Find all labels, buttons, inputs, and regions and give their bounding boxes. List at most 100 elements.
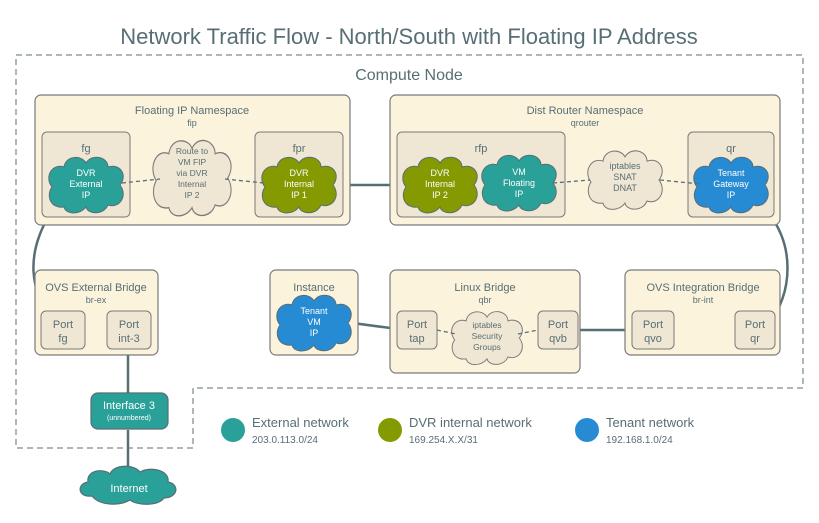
fpr-cloud-line-1: DVR bbox=[289, 168, 309, 178]
rfp-label: rfp bbox=[475, 143, 488, 155]
interface-3: Interface 3 (unnumbered) bbox=[90, 392, 169, 430]
port-int3-line-2: int-3 bbox=[118, 333, 139, 345]
legend-external-subnet: 203.0.113.0/24 bbox=[252, 435, 318, 446]
internet-label: Internet bbox=[110, 483, 147, 495]
ovs-external-bridge: OVS External Bridge br-ex Port fg Port int… bbox=[34, 269, 159, 356]
port-tap-line-2: tap bbox=[409, 333, 424, 345]
port-qr-box bbox=[734, 310, 776, 350]
rfp-cloud-a-line-2: Internal bbox=[425, 179, 455, 189]
internet-cloud bbox=[79, 465, 177, 505]
ovs-ex-title: OVS External Bridge bbox=[45, 282, 147, 294]
legend: External network 203.0.113.0/24 DVR inte… bbox=[221, 415, 695, 446]
iptables-sg-line-3: Groups bbox=[473, 342, 501, 352]
iptables-nat-line-2: SNAT bbox=[613, 172, 637, 182]
ovs-int-subtitle: br-int bbox=[693, 295, 714, 305]
fg-cloud-line-3: IP bbox=[82, 190, 91, 200]
legend-tenant-subnet: 192.168.1.0/24 bbox=[606, 435, 673, 446]
port-qvo-line-1: Port bbox=[643, 319, 663, 331]
fpr-cloud-line-3: IP 1 bbox=[291, 190, 307, 200]
rfp-cloud-b-line-3: IP bbox=[515, 189, 524, 199]
interface-3-label: Interface 3 bbox=[103, 400, 155, 412]
legend-dvr-name: DVR internal network bbox=[409, 415, 532, 430]
vm-cloud-line-3: IP bbox=[310, 328, 319, 338]
qr-label: qr bbox=[726, 143, 736, 155]
linux-bridge-title: Linux Bridge bbox=[454, 282, 515, 294]
legend-tenant-swatch bbox=[575, 418, 599, 442]
ovs-integration-bridge: OVS Integration Bridge br-int Port qvo Po… bbox=[624, 269, 781, 356]
rfp-cloud-b-line-1: VM bbox=[512, 167, 526, 177]
port-int3-box bbox=[106, 310, 152, 350]
legend-external-name: External network bbox=[252, 415, 349, 430]
port-int3-line-1: Port bbox=[119, 319, 139, 331]
port-qvb-box bbox=[537, 310, 579, 350]
port-fg-box bbox=[40, 310, 86, 350]
fip-ns-subtitle: fip bbox=[187, 118, 197, 128]
port-tap-line-1: Port bbox=[407, 319, 427, 331]
fpr-label: fpr bbox=[293, 143, 306, 155]
fg-label: fg bbox=[81, 143, 90, 155]
ovs-ex-subtitle: br-ex bbox=[86, 295, 107, 305]
rfp-cloud-b-line-2: Floating bbox=[503, 178, 535, 188]
legend-dvr-subnet: 169.254.X.X/31 bbox=[409, 435, 478, 446]
rfp-cloud-a-line-3: IP 2 bbox=[432, 190, 448, 200]
diagram-title: Network Traffic Flow - North/South with … bbox=[120, 24, 698, 49]
iptables-nat-line-3: DNAT bbox=[613, 183, 637, 193]
legend-dvr-swatch bbox=[378, 418, 402, 442]
iptables-sg-line-1: iptables bbox=[472, 320, 501, 330]
compute-node-label: Compute Node bbox=[355, 67, 463, 84]
port-fg-line-2: fg bbox=[58, 333, 67, 345]
dr-ns-title: Dist Router Namespace bbox=[527, 105, 644, 117]
port-qvo-line-2: qvo bbox=[644, 333, 662, 345]
qr-cloud-line-1: Tenant bbox=[717, 168, 745, 178]
fg-cloud-line-2: External bbox=[69, 179, 102, 189]
port-qr-line-1: Port bbox=[745, 319, 765, 331]
qr-cloud-line-2: Gateway bbox=[713, 179, 749, 189]
fip-ns-title: Floating IP Namespace bbox=[135, 105, 249, 117]
fg-cloud-line-1: DVR bbox=[76, 168, 96, 178]
internet: Internet bbox=[79, 465, 177, 505]
vm-cloud-line-2: VM bbox=[307, 317, 321, 327]
compute-node-boundary bbox=[15, 54, 804, 449]
route-line-1: Route to bbox=[176, 146, 208, 156]
route-line-5: IP 2 bbox=[185, 190, 200, 200]
legend-tenant-name: Tenant network bbox=[606, 415, 695, 430]
interface-3-sub: (unnumbered) bbox=[107, 415, 151, 422]
route-line-3: via DVR bbox=[176, 168, 207, 178]
linux-bridge-subtitle: qbr bbox=[478, 295, 491, 305]
legend-external-swatch bbox=[221, 418, 245, 442]
qr-cloud-line-3: IP bbox=[727, 190, 736, 200]
port-qvo-box bbox=[631, 310, 675, 350]
vm-cloud-line-1: Tenant bbox=[300, 306, 328, 316]
port-qvb-line-2: qvb bbox=[549, 333, 567, 345]
dr-ns-subtitle: qrouter bbox=[571, 118, 600, 128]
route-line-2: VM FIP bbox=[178, 157, 207, 167]
ovs-int-title: OVS Integration Bridge bbox=[646, 282, 759, 294]
fpr-cloud-line-2: Internal bbox=[284, 179, 314, 189]
instance-title: Instance bbox=[293, 282, 335, 294]
iptables-sg-line-2: Security bbox=[472, 331, 503, 341]
rfp-cloud-a-line-1: DVR bbox=[430, 168, 450, 178]
route-line-4: Internal bbox=[178, 179, 206, 189]
port-fg-line-1: Port bbox=[53, 319, 73, 331]
port-qr-line-2: qr bbox=[750, 333, 760, 345]
